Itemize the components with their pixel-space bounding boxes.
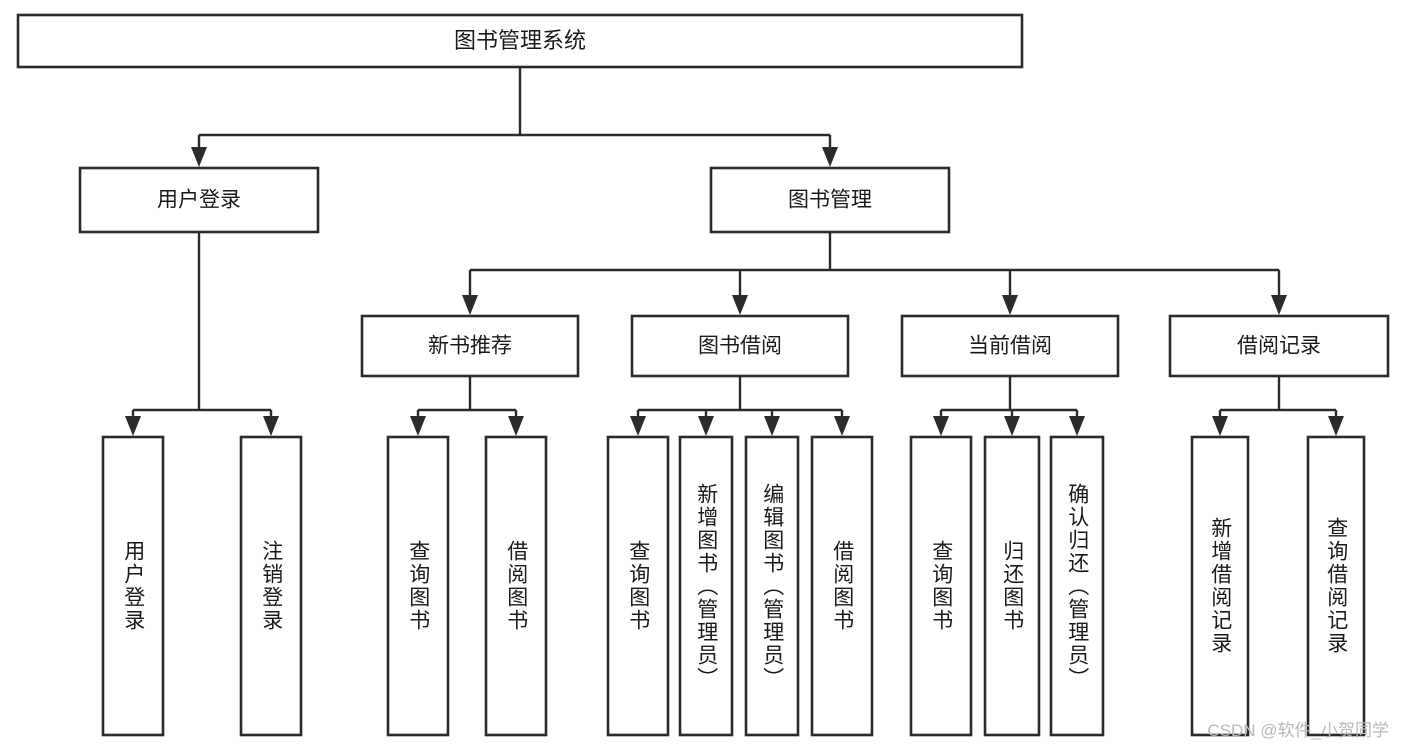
node-box-borrow-record[interactable] xyxy=(1168,314,1390,378)
node-box-leaf-query-borrow-record[interactable] xyxy=(1306,435,1366,737)
arrow-head-icon-leaf-user-login xyxy=(125,416,141,436)
node-box-book-borrow[interactable] xyxy=(630,314,850,378)
node-label-book-borrow: 图书借阅 xyxy=(698,335,782,358)
arrow-head-icon-leaf-return-books xyxy=(1004,416,1020,436)
node-box-leaf-borrow-books-bor[interactable] xyxy=(810,435,874,737)
node-box-leaf-add-borrow-record[interactable] xyxy=(1190,435,1250,737)
node-box-leaf-borrow-books-rec[interactable] xyxy=(484,435,548,737)
arrow-head-icon-book-management xyxy=(822,147,838,167)
node-label-book-management: 图书管理 xyxy=(788,189,872,212)
node-box-leaf-edit-book-admin[interactable] xyxy=(744,435,800,737)
arrow-head-icon-leaf-query-books-rec xyxy=(410,416,426,436)
arrow-head-icon-leaf-borrow-books-bor xyxy=(834,416,850,436)
node-label-root: 图书管理系统 xyxy=(454,28,586,53)
node-label-current-borrow: 当前借阅 xyxy=(968,335,1052,358)
arrow-head-icon-leaf-confirm-return-admin xyxy=(1069,416,1085,436)
arrow-head-icon-leaf-query-books-cur xyxy=(933,416,949,436)
arrow-head-icon-new-book-recommend xyxy=(462,295,478,315)
arrow-head-icon-borrow-record xyxy=(1271,295,1287,315)
node-label-user-login: 用户登录 xyxy=(157,189,241,212)
node-box-current-borrow[interactable] xyxy=(900,314,1120,378)
node-label-new-book-recommend: 新书推荐 xyxy=(428,335,512,358)
arrow-head-icon-leaf-logout xyxy=(263,416,279,436)
node-box-leaf-return-books[interactable] xyxy=(983,435,1041,737)
node-box-leaf-logout[interactable] xyxy=(239,435,303,737)
node-box-leaf-add-book-admin[interactable] xyxy=(678,435,734,737)
arrow-head-icon-leaf-query-borrow-record xyxy=(1328,416,1344,436)
arrow-head-icon-leaf-add-borrow-record xyxy=(1212,416,1228,436)
connectors-layer xyxy=(125,67,1344,436)
node-box-new-book-recommend[interactable] xyxy=(360,314,580,378)
node-box-book-management[interactable] xyxy=(709,166,951,234)
arrow-head-icon-book-borrow xyxy=(732,295,748,315)
node-box-root[interactable] xyxy=(16,13,1024,69)
arrow-head-icon-leaf-borrow-books-rec xyxy=(508,416,524,436)
node-label-borrow-record: 借阅记录 xyxy=(1237,335,1321,358)
node-box-leaf-query-books-cur[interactable] xyxy=(909,435,973,737)
arrow-head-icon-leaf-query-books-bor xyxy=(630,416,646,436)
arrow-head-icon-current-borrow xyxy=(1002,295,1018,315)
arrow-head-icon-leaf-add-book-admin xyxy=(698,416,714,436)
boxes-layer xyxy=(16,13,1390,737)
arrow-head-icon-user-login xyxy=(191,147,207,167)
node-box-leaf-confirm-return-admin[interactable] xyxy=(1049,435,1105,737)
node-box-leaf-query-books-rec[interactable] xyxy=(386,435,450,737)
node-box-leaf-query-books-bor[interactable] xyxy=(606,435,670,737)
node-box-leaf-user-login[interactable] xyxy=(101,435,165,737)
node-box-user-login[interactable] xyxy=(78,166,320,234)
arrow-head-icon-leaf-edit-book-admin xyxy=(764,416,780,436)
